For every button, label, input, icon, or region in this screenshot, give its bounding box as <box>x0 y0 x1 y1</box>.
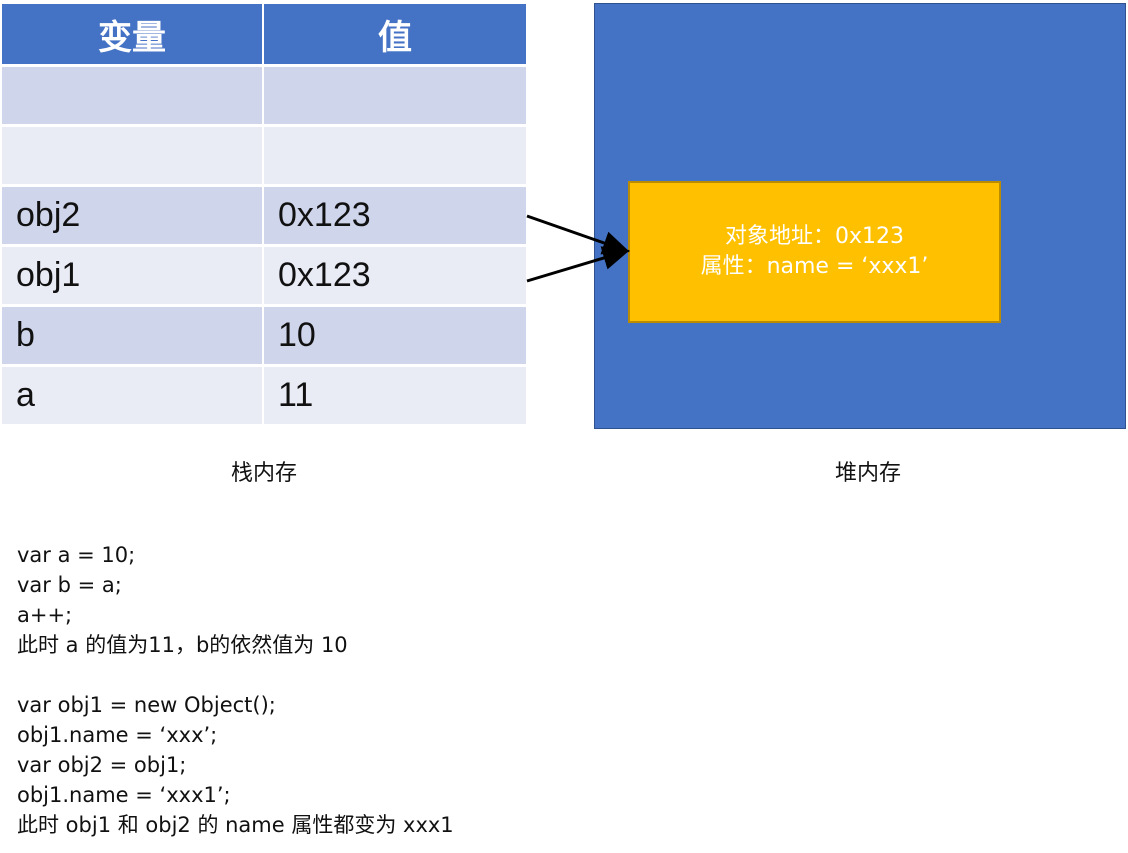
code-line: a++; <box>17 603 73 627</box>
code-line: var obj2 = obj1; <box>17 753 187 777</box>
cell-variable: b <box>2 307 264 367</box>
object-address-label: 对象地址：0x123 <box>724 224 904 249</box>
obj2-reference-arrow <box>526 214 630 255</box>
code-line: obj1.name = ‘xxx’; <box>17 723 218 747</box>
cell-value: 11 <box>264 367 526 427</box>
code-line: var b = a; <box>17 573 122 597</box>
stack-memory-caption: 栈内存 <box>230 461 297 486</box>
code-line: var a = 10; <box>17 543 136 567</box>
table-row: obj2 0x123 <box>2 187 526 247</box>
cell-variable <box>2 67 264 127</box>
cell-value: 10 <box>264 307 526 367</box>
header-value: 值 <box>264 4 526 67</box>
code-line: 此时 obj1 和 obj2 的 name 属性都变为 xxx1 <box>17 813 454 837</box>
table-row: b 10 <box>2 307 526 367</box>
code-line: 此时 a 的值为11，b的依然值为 10 <box>17 633 348 657</box>
table-row <box>2 127 526 187</box>
cell-value: 0x123 <box>264 187 526 247</box>
table-row: obj1 0x123 <box>2 247 526 307</box>
heap-memory-caption: 堆内存 <box>834 461 901 486</box>
cell-variable: obj1 <box>2 247 264 307</box>
table-row <box>2 67 526 127</box>
cell-value <box>264 67 526 127</box>
heap-object-box: 对象地址：0x123 属性：name = ‘xxx1’ <box>628 181 1001 323</box>
cell-variable: a <box>2 367 264 427</box>
stack-table: 变量 值 obj2 0x123 obj1 0x123 b 10 a 11 <box>2 4 526 427</box>
code-line: obj1.name = ‘xxx1’; <box>17 783 231 807</box>
obj1-reference-arrow <box>526 246 630 283</box>
cell-variable <box>2 127 264 187</box>
table-row: a 11 <box>2 367 526 427</box>
cell-value <box>264 127 526 187</box>
cell-value: 0x123 <box>264 247 526 307</box>
code-explanation: var a = 10; var b = a; a++; 此时 a 的值为11，b… <box>17 540 454 840</box>
code-line <box>17 660 454 690</box>
header-variable: 变量 <box>2 4 264 67</box>
object-property-label: 属性：name = ‘xxx1’ <box>700 254 929 279</box>
cell-variable: obj2 <box>2 187 264 247</box>
code-line: var obj1 = new Object(); <box>17 693 276 717</box>
